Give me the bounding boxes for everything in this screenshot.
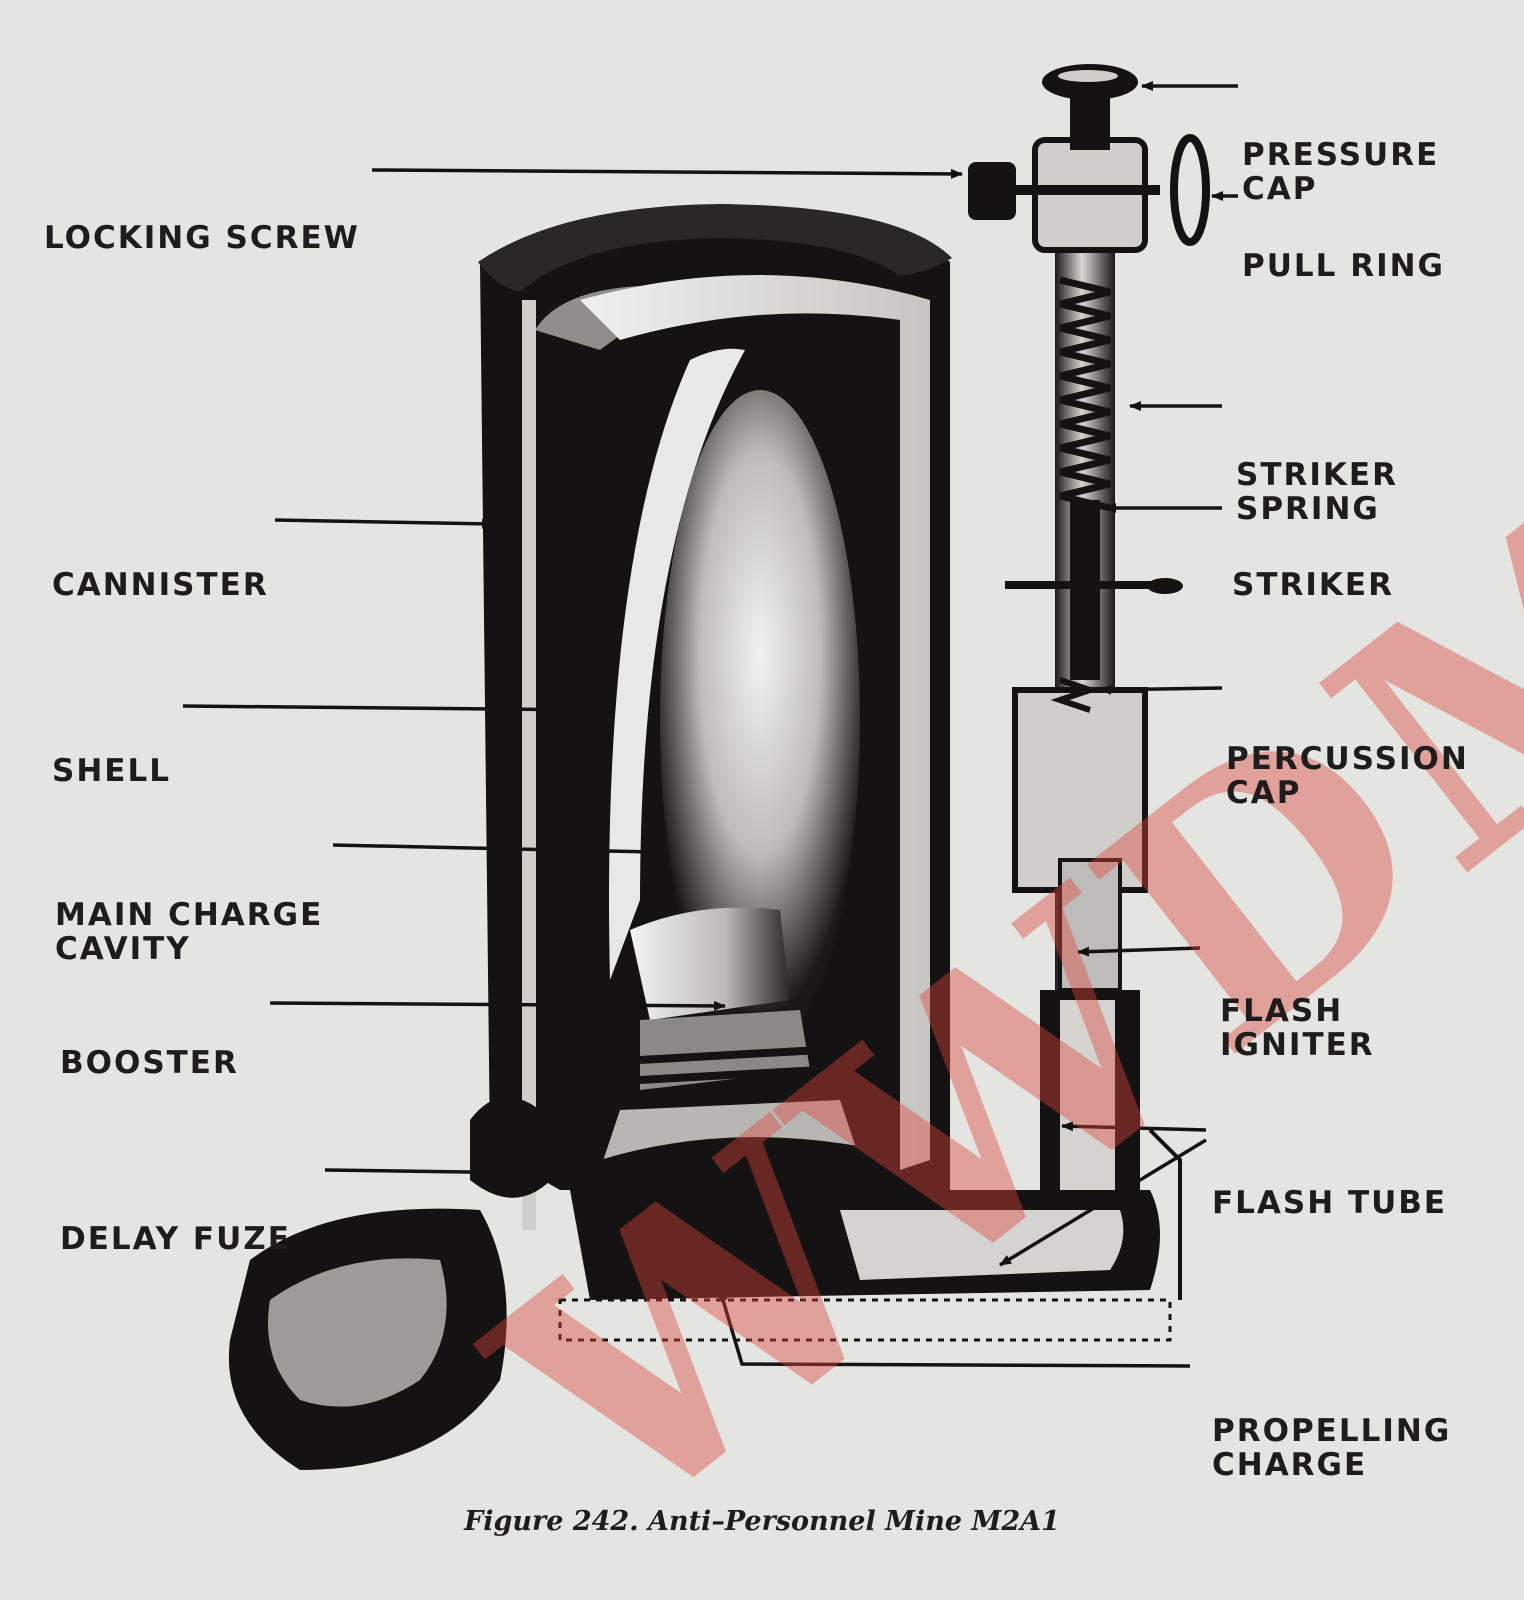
fuze-assembly [968, 64, 1210, 1300]
leader-flash-tube [1061, 1121, 1207, 1132]
label-booster: BOOSTER [60, 1045, 239, 1081]
leader-delay-fuze [324, 1168, 753, 1181]
leader-locking-screw [371, 168, 963, 179]
cannister-body [478, 204, 952, 1230]
label-cannister: CANNISTER [52, 567, 269, 603]
label-locking-screw: LOCKING SCREW [44, 220, 360, 256]
label-shell: SHELL [52, 753, 171, 789]
figure-caption: Figure 242. Anti–Personnel Mine M2A1 [464, 1506, 1060, 1537]
leader-main-charge-cavity [332, 843, 653, 857]
label-striker: STRIKER [1232, 567, 1394, 603]
leader-propelling-charge [718, 1289, 1191, 1368]
leader-cannister [274, 518, 494, 529]
leader-flash-tube-2 [999, 1138, 1207, 1267]
leader-flash-igniter [1077, 946, 1201, 957]
leader-shell [182, 704, 598, 715]
ejected-shell [228, 1097, 560, 1470]
label-flash-tube: FLASH TUBE [1212, 1185, 1448, 1221]
base [558, 1190, 1172, 1342]
label-delay-fuze: DELAY FUZE [60, 1221, 291, 1257]
leader-booster [269, 1000, 726, 1011]
leader-lines [182, 81, 1238, 1368]
leader-percussion-cap [1099, 684, 1223, 695]
label-pull-ring: PULL RING [1242, 248, 1445, 284]
